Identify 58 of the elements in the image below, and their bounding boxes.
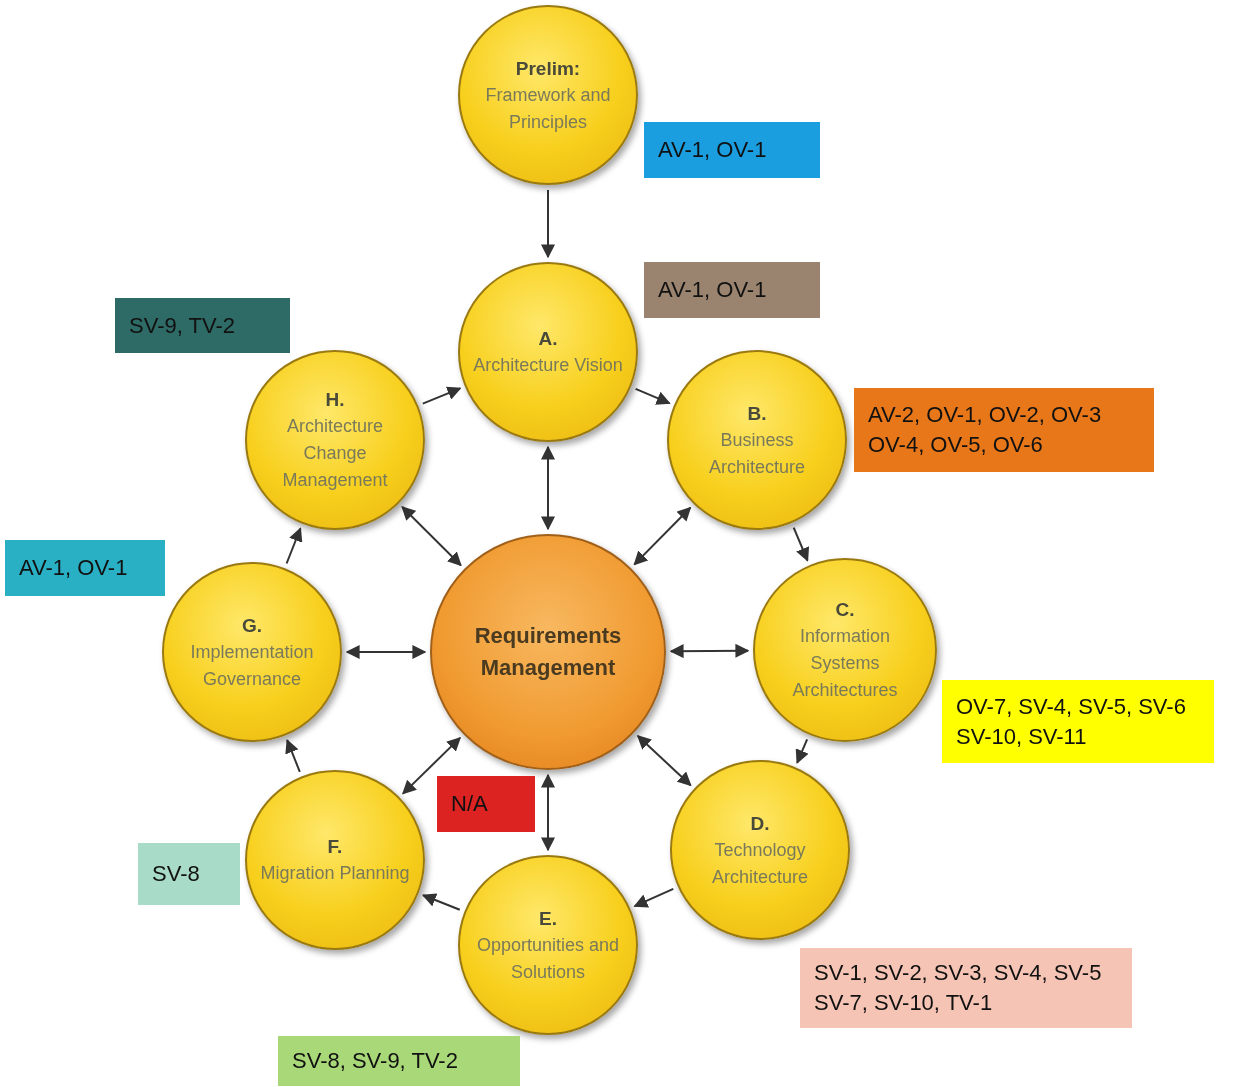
arrow [669, 643, 750, 659]
view-codes: SV-1, SV-2, SV-3, SV-4, SV-5 SV-7, SV-10, TV-1 [814, 959, 1103, 1017]
arrow [633, 506, 692, 566]
arrow [792, 526, 810, 562]
phase-heading: A. [538, 327, 558, 351]
phase-circle [245, 350, 425, 530]
code-tag [644, 122, 820, 178]
code-tag [138, 843, 240, 905]
phase-heading: E. [539, 906, 557, 931]
phase-heading: Requirements Management [473, 622, 623, 682]
arrow [285, 738, 301, 773]
view-codes: AV-2, OV-1, OV-2, OV-3 OV-4, OV-5, OV-6 [868, 401, 1103, 459]
arrow [402, 736, 461, 795]
view-codes: N/A [451, 790, 488, 818]
arrow [541, 773, 555, 852]
code-tag [800, 948, 1132, 1028]
arrow [421, 893, 461, 911]
arrow [541, 189, 555, 259]
phase-heading: Prelim: [515, 56, 581, 81]
arrow [401, 506, 462, 567]
phase-name: Technology Architecture [710, 838, 809, 889]
view-codes: SV-8 [152, 860, 200, 888]
view-codes: SV-9, TV-2 [129, 311, 235, 340]
phase-name: Business Architecture [707, 428, 806, 479]
phase-name: Framework and Principles [484, 83, 612, 134]
arrow [633, 887, 675, 908]
arrow [421, 386, 462, 405]
view-codes: AV-1, OV-1 [658, 276, 767, 304]
phase-heading: D. [750, 811, 770, 836]
view-codes: AV-1, OV-1 [658, 136, 767, 164]
phase-name: Opportunities and Solutions [475, 933, 621, 984]
code-tag [644, 262, 820, 318]
phase-name: Implementation Governance [189, 640, 315, 691]
phase-name: Architecture Vision [472, 354, 624, 377]
code-tag [278, 1036, 520, 1086]
phase-circle [162, 562, 342, 742]
phase-heading: C. [835, 598, 855, 622]
code-tag [115, 298, 290, 353]
code-tag [942, 680, 1214, 763]
phase-name: Architecture Change Management [281, 415, 389, 492]
phase-heading: G. [241, 613, 263, 638]
view-codes: SV-8, SV-9, TV-2 [292, 1047, 458, 1075]
code-tag [854, 388, 1154, 472]
phase-heading: B. [747, 401, 767, 426]
phase-heading: H. [325, 388, 345, 412]
arrow [636, 735, 692, 787]
arrow [795, 738, 809, 764]
phase-heading: F. [327, 835, 343, 859]
code-tag [5, 540, 165, 596]
view-codes: AV-1, OV-1 [19, 554, 128, 582]
arrow [285, 527, 303, 565]
code-tag [437, 776, 535, 832]
arrow [345, 645, 427, 659]
phase-name: Migration Planning [259, 862, 411, 885]
phase-name: Information Systems Architectures [791, 625, 899, 702]
view-codes: OV-7, SV-4, SV-5, SV-6 SV-10, SV-11 [956, 692, 1187, 751]
arrow [634, 387, 671, 405]
arrow [541, 445, 555, 531]
